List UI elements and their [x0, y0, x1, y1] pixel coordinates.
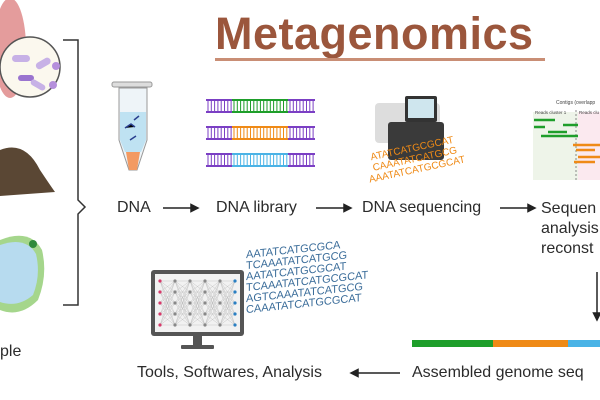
- nn-node: [158, 290, 162, 294]
- nn-node: [188, 290, 192, 294]
- dna-tube-icon: [111, 81, 153, 171]
- soil-sample-icon: [0, 147, 55, 196]
- assembled-genome-label: Assembled genome seq: [412, 364, 584, 381]
- water-sample-icon: [0, 235, 45, 313]
- sequence-analysis-label: Sequen analysis reconst: [541, 199, 599, 259]
- nn-node: [218, 312, 222, 316]
- nn-node: [203, 312, 207, 316]
- tools-label: Tools, Softwares, Analysis: [137, 364, 322, 381]
- nn-node: [188, 279, 192, 283]
- nn-node: [173, 312, 177, 316]
- nn-node: [233, 301, 237, 305]
- nn-node: [233, 323, 237, 327]
- nn-node: [173, 301, 177, 305]
- cluster2-label: Reads clu: [579, 110, 600, 115]
- dna-fragment: [206, 99, 315, 113]
- microbe-sample-icon: [0, 0, 61, 98]
- nn-node: [203, 301, 207, 305]
- nn-node: [173, 290, 177, 294]
- dna-fragment: [206, 126, 315, 140]
- nn-node: [233, 312, 237, 316]
- dna-library-icon: [206, 99, 315, 167]
- nn-node: [173, 323, 177, 327]
- contig-panel: Contigs (overlapp Reads cluster 1 Reads …: [533, 100, 600, 180]
- nn-node: [173, 279, 177, 283]
- nn-node: [188, 312, 192, 316]
- assembled-genome-bar: [412, 340, 600, 347]
- sample-label: ple: [0, 343, 22, 360]
- dna-sequencing-label: DNA sequencing: [362, 199, 482, 216]
- nn-node: [203, 279, 207, 283]
- dna-label: DNA: [117, 199, 151, 216]
- nn-node: [218, 323, 222, 327]
- nn-node: [188, 323, 192, 327]
- nn-node: [158, 301, 162, 305]
- nn-node: [218, 279, 222, 283]
- nn-node: [233, 290, 237, 294]
- nn-node: [158, 279, 162, 283]
- nn-node: [158, 323, 162, 327]
- bracket: [63, 39, 87, 306]
- computer-icon: [151, 270, 244, 349]
- sequence-analysis-line: Sequen: [541, 200, 597, 217]
- sequence-analysis-line: reconst: [541, 240, 594, 257]
- nn-node: [233, 279, 237, 283]
- nn-node: [203, 323, 207, 327]
- dna-fragment: [206, 153, 315, 167]
- flow-arrows: [163, 203, 600, 378]
- computer-reads: AATATCATGCGCATCAAATATCATGCGAATATCATGCGCA…: [246, 239, 369, 316]
- dna-library-label: DNA library: [216, 199, 297, 216]
- nn-node: [218, 290, 222, 294]
- nn-node: [188, 301, 192, 305]
- sequencer-icon: [375, 96, 444, 160]
- title-underline: [215, 58, 545, 61]
- page-title: Metagenomics: [215, 8, 534, 59]
- contig-header: Contigs (overlapp: [556, 100, 595, 106]
- nn-node: [203, 290, 207, 294]
- nn-node: [218, 301, 222, 305]
- nn-node: [158, 312, 162, 316]
- cluster1-label: Reads cluster 1: [535, 110, 567, 115]
- sequence-analysis-line: analysis: [541, 220, 599, 237]
